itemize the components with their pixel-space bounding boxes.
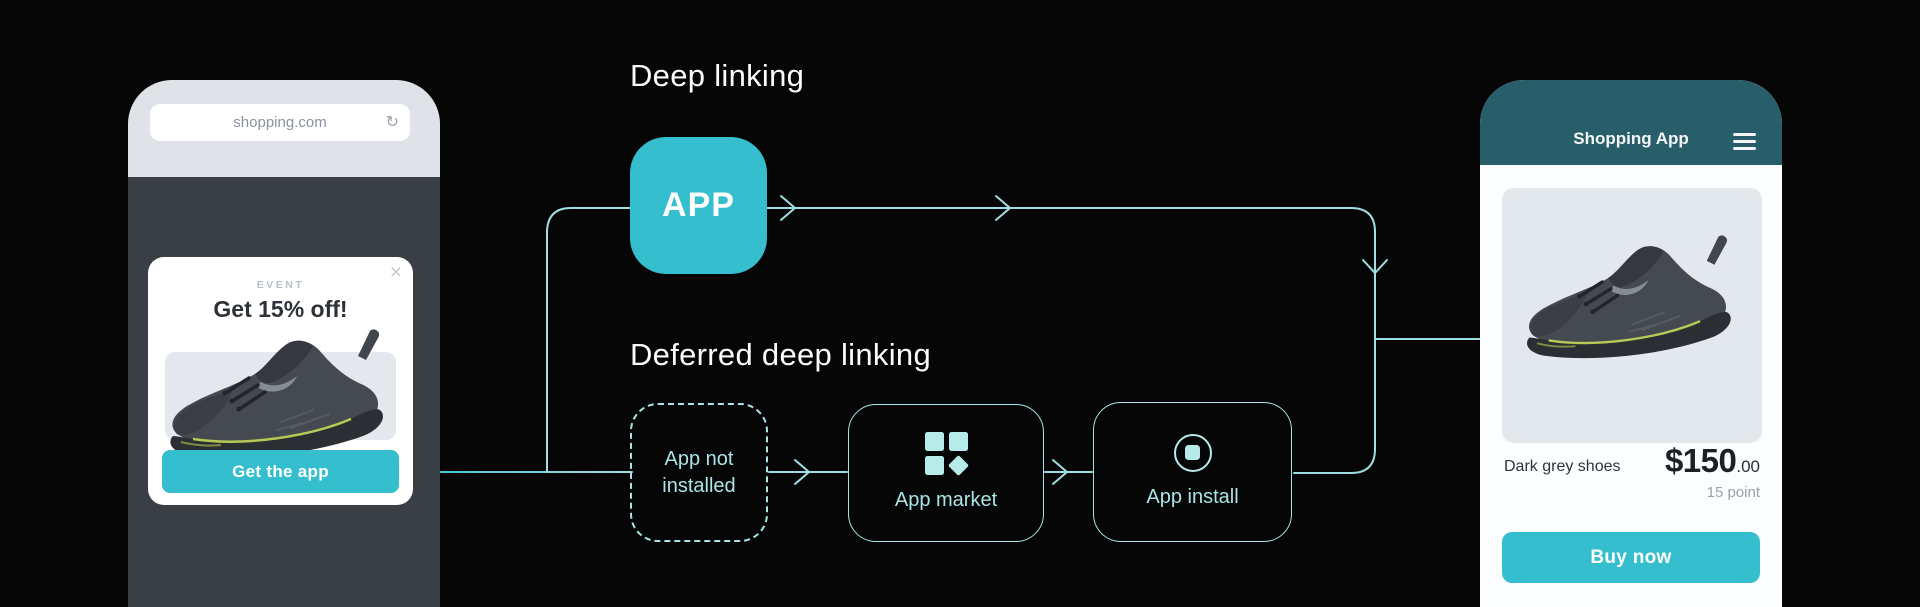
right-phone-mockup: Shopping App Dark grey shoes $150.00 15 … <box>1480 80 1782 607</box>
shoe-image-large <box>1525 233 1733 360</box>
url-bar[interactable]: shopping.com ↻ <box>150 104 410 141</box>
refresh-icon[interactable]: ↻ <box>385 114 399 131</box>
browser-header: shopping.com ↻ <box>128 80 440 177</box>
app-not-installed-node: App not installed <box>630 403 768 542</box>
app-market-node: App market <box>848 404 1044 542</box>
product-name: Dark grey shoes <box>1504 458 1621 475</box>
points-label: 15 point <box>1706 484 1760 501</box>
app-title: Shopping App <box>1573 129 1689 148</box>
promo-popup: × EVENT Get 15% off! Get the app <box>148 257 413 505</box>
app-node: APP <box>630 137 767 274</box>
app-not-installed-label: App not installed <box>662 447 736 497</box>
get-the-app-button[interactable]: Get the app <box>162 450 399 493</box>
buy-now-button[interactable]: Buy now <box>1502 532 1760 583</box>
hamburger-menu-icon[interactable] <box>1733 133 1756 150</box>
app-market-label: App market <box>894 489 998 511</box>
price-block: $150.00 15 point <box>1665 442 1760 501</box>
close-icon[interactable]: × <box>389 261 402 284</box>
event-badge: EVENT <box>256 279 305 291</box>
price-main: $150 <box>1664 442 1737 479</box>
product-image-area <box>1502 188 1762 443</box>
url-text: shopping.com <box>233 114 327 131</box>
left-phone-mockup: shopping.com ↻ × EVENT Get 15% off! Get … <box>128 80 440 607</box>
price-fraction: .00 <box>1736 457 1760 476</box>
app-header: Shopping App <box>1480 80 1782 165</box>
install-record-icon <box>1173 433 1212 472</box>
deep-linking-title: Deep linking <box>630 58 805 93</box>
app-install-node: App install <box>1093 402 1292 542</box>
promo-title: Get 15% off! <box>213 296 348 322</box>
promo-product-image <box>165 327 396 460</box>
app-grid-icon <box>924 432 969 476</box>
deferred-deep-linking-title: Deferred deep linking <box>630 337 931 372</box>
app-install-label: App install <box>1146 485 1239 508</box>
